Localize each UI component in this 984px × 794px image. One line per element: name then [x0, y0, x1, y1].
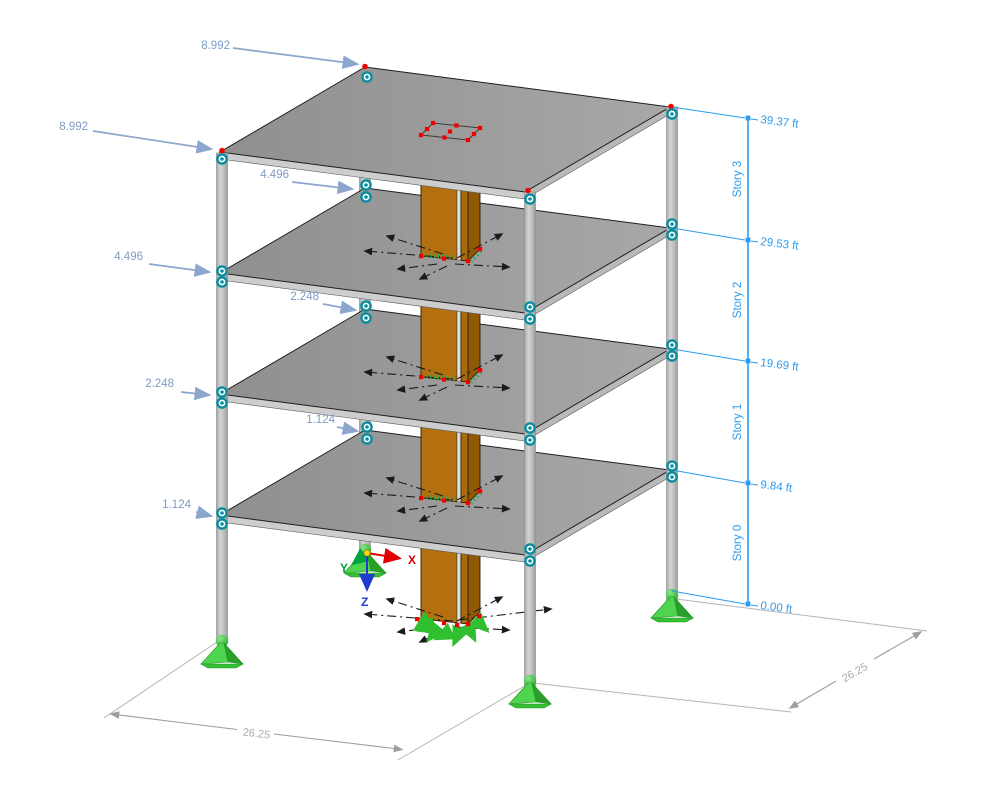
elevation-labels: 39.37 ft 29.53 ft 19.69 ft 9.84 ft 0.00 …	[760, 114, 800, 616]
story-dim-connector	[671, 469, 746, 484]
elevation-label: 0.00 ft	[760, 600, 794, 616]
dimension-line	[273, 733, 404, 753]
plan-dimension-front-left[interactable]: 26.25	[103, 639, 529, 761]
y-axis-label: Y	[340, 561, 348, 575]
nodal-loads[interactable]: 8.992 8.992 4.496 4.496 2.248 2.248 1.12…	[59, 40, 360, 519]
load-label: 8.992	[201, 40, 230, 52]
x-axis-arrow	[366, 547, 402, 564]
support-left[interactable]	[200, 634, 244, 669]
load-label: 4.496	[260, 169, 289, 181]
load-story2-left[interactable]: 4.496	[114, 251, 212, 277]
load-roof-left[interactable]: 8.992	[59, 121, 214, 154]
story-label: Story 3	[732, 161, 744, 197]
coordinate-axes: X Y Z	[340, 547, 416, 609]
load-arrow	[232, 47, 360, 69]
load-arrow	[195, 505, 214, 519]
elevation-label: 29.53 ft	[760, 236, 800, 253]
extension-line	[675, 598, 928, 632]
load-label: 4.496	[114, 251, 143, 263]
origin-marker	[363, 549, 371, 557]
core-outline-roof[interactable]	[418, 120, 483, 143]
story-dim-ticks	[745, 115, 751, 607]
extension-line	[532, 682, 792, 713]
elevation-label: 9.84 ft	[760, 479, 794, 495]
story-labels: Story 3 Story 2 Story 1 Story 0	[732, 161, 744, 561]
load-label: 8.992	[59, 121, 88, 133]
load-label: 2.248	[145, 378, 174, 390]
support-back[interactable]	[343, 543, 387, 578]
load-label: 1.124	[162, 499, 191, 511]
story-label: Story 0	[732, 525, 744, 561]
z-axis-label: Z	[361, 595, 368, 609]
story-dim-connector	[671, 348, 746, 362]
load-story1-left[interactable]: 2.248	[145, 378, 212, 401]
load-arrow	[180, 386, 212, 401]
dimension-line	[873, 631, 923, 660]
slab-roof[interactable]	[218, 66, 672, 200]
core-outline-nodes	[418, 120, 483, 143]
elevation-label: 39.37 ft	[760, 114, 800, 131]
dimension-line	[109, 711, 238, 731]
dimension-line	[788, 680, 837, 709]
load-story0-left[interactable]: 1.124	[162, 499, 214, 519]
load-label: 2.248	[290, 291, 319, 303]
story-label: Story 1	[732, 404, 744, 440]
extension-line	[397, 683, 529, 761]
story-dim-connector	[671, 590, 746, 605]
load-story2-back[interactable]: 4.496	[260, 169, 355, 195]
extension-line	[103, 639, 221, 719]
load-arrow	[92, 130, 214, 154]
story-dim-connector	[671, 227, 746, 241]
plan-dimension-front-right[interactable]: 26.25	[532, 598, 928, 713]
load-label: 1.124	[306, 414, 335, 426]
story-dim-dashes	[750, 118, 759, 607]
story-label: Story 2	[732, 282, 744, 318]
load-arrow	[322, 300, 358, 315]
elevation-label: 19.69 ft	[760, 357, 800, 374]
load-story1-back[interactable]: 2.248	[290, 291, 358, 315]
load-arrow	[291, 180, 355, 195]
load-arrow	[148, 263, 212, 277]
story-dimension[interactable]	[671, 106, 759, 607]
plan-dim-left-value: 26.25	[242, 726, 271, 741]
x-axis-label: X	[408, 553, 416, 567]
load-arrow	[336, 421, 360, 435]
load-story0-back[interactable]: 1.124	[306, 414, 360, 435]
story-dim-connector	[671, 106, 746, 119]
load-roof-back[interactable]: 8.992	[201, 40, 360, 69]
plan-dim-right-value: 26.25	[840, 661, 870, 685]
